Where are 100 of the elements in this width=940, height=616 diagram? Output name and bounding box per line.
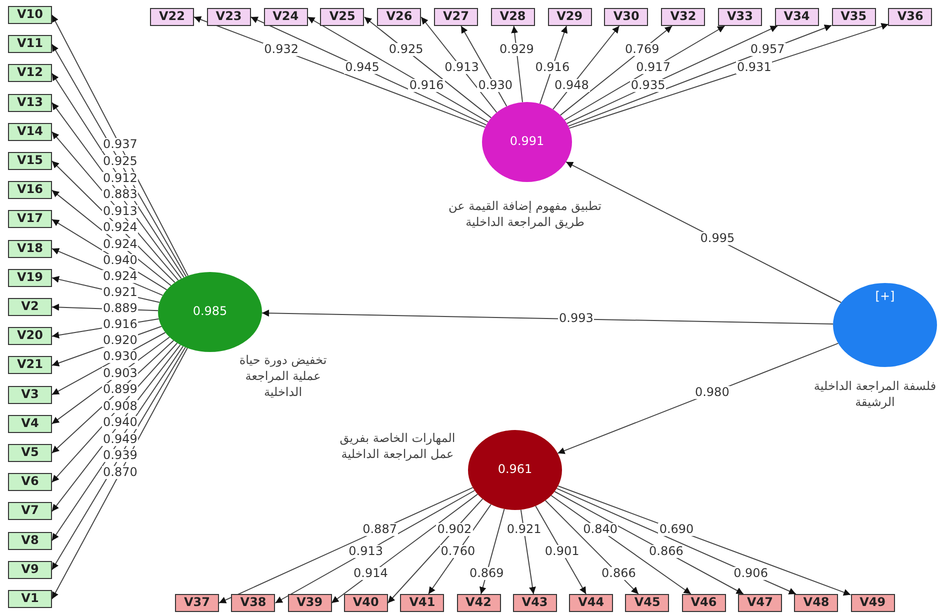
construct-ellipse: 0.991 [482, 102, 572, 182]
edge-label: 0.935 [630, 79, 666, 92]
indicator-box: V47 [738, 594, 782, 612]
edge-label: 0.840 [582, 523, 618, 536]
construct-label: تطبيق مفهوم إضافة القيمة عن طريق المراجعة الداخلية [447, 198, 603, 230]
arrow [364, 16, 492, 118]
indicator-box: V13 [8, 94, 52, 112]
indicator-box: V10 [8, 6, 52, 24]
edge-label: 0.690 [658, 523, 695, 536]
edge-label: 0.939 [102, 449, 138, 462]
indicator-box: V5 [8, 444, 52, 462]
edge-label: 0.921 [506, 523, 542, 536]
indicator-box: V12 [8, 64, 52, 82]
edge-label: 0.903 [102, 366, 138, 380]
indicator-box: V7 [8, 502, 52, 520]
arrow [550, 495, 692, 594]
indicator-box: V33 [718, 8, 762, 26]
indicator-box: V9 [8, 560, 52, 579]
edge-label: 0.916 [534, 61, 571, 74]
edge-label: 0.908 [102, 400, 138, 413]
arrow [274, 490, 476, 604]
edge-label: 0.924 [102, 238, 138, 251]
indicator-box: V29 [548, 8, 592, 26]
edge-label: 0.914 [352, 567, 389, 580]
edge-label: 0.929 [498, 43, 535, 56]
indicator-box: V42 [456, 594, 500, 612]
indicator-box: V38 [231, 594, 276, 612]
indicator-box: V32 [661, 8, 706, 26]
edge-label: 0.912 [102, 172, 138, 185]
edge-label: 0.980 [694, 386, 730, 399]
indicator-box: V8 [8, 532, 52, 550]
indicator-box: V22 [150, 8, 194, 26]
edge-label: 0.993 [558, 312, 594, 326]
construct-label: فلسفة المراجعة الداخلية الرشيقة [812, 378, 938, 410]
edge-label: 0.925 [388, 43, 424, 56]
arrow [520, 509, 536, 594]
indicator-box: V11 [8, 35, 52, 54]
edge-label: 0.869 [468, 567, 505, 580]
indicator-box: V24 [264, 8, 308, 26]
edge-label: 0.870 [102, 466, 138, 479]
edge-label: 0.769 [624, 43, 660, 56]
edge-label: 0.866 [600, 567, 637, 580]
indicator-box: V6 [8, 473, 52, 492]
edge-label: 0.940 [102, 416, 138, 430]
indicator-box: V16 [8, 181, 52, 200]
indicator-box: V35 [832, 8, 876, 26]
edge-label: 0.883 [102, 188, 138, 202]
arrow [387, 498, 484, 604]
construct-ellipse: [+] [833, 283, 937, 367]
edge-label: 0.916 [102, 318, 138, 332]
edge-label: 0.916 [408, 79, 445, 92]
edge-label: 0.940 [102, 254, 138, 268]
indicator-box: V40 [344, 594, 388, 612]
edge-label: 0.945 [344, 61, 380, 74]
edge-label: 0.913 [102, 204, 138, 218]
edge-label: 0.930 [102, 350, 138, 364]
construct-ellipse: 0.985 [158, 272, 262, 352]
edge-label: 0.995 [699, 232, 736, 246]
edge-label: 0.889 [102, 302, 138, 316]
indicator-box: V48 [794, 594, 838, 612]
arrow [331, 494, 478, 604]
indicator-box: V43 [512, 594, 557, 612]
edge-label: 0.913 [348, 545, 384, 558]
edge-label: 0.948 [554, 79, 590, 92]
arrow [262, 310, 834, 324]
edge-label: 0.899 [102, 383, 138, 396]
edge-label: 0.760 [440, 545, 476, 558]
indicator-box: V45 [625, 594, 670, 612]
edge-label: 0.932 [263, 43, 300, 56]
edge-label: 0.921 [102, 286, 138, 300]
edge-label: 0.949 [102, 432, 138, 446]
indicator-box: V17 [8, 210, 52, 228]
construct-label: تخفيض دورة حياة عملية المراجعة الداخلية [238, 352, 328, 400]
indicator-box: V41 [400, 594, 444, 612]
indicator-box: V23 [206, 8, 251, 26]
indicator-box: V28 [490, 8, 535, 26]
edge-label: 0.920 [102, 334, 138, 348]
indicator-box: V3 [8, 386, 52, 404]
indicator-box: V30 [604, 8, 648, 26]
edge-label: 0.901 [544, 545, 580, 558]
edge-label: 0.924 [102, 221, 138, 234]
edge-label: 0.924 [102, 270, 138, 284]
arrow [307, 16, 489, 122]
indicator-box: V49 [850, 594, 895, 612]
edge-label: 0.917 [635, 61, 672, 74]
indicator-box: V15 [8, 152, 52, 170]
edge-label: 0.913 [444, 61, 480, 74]
arrow [566, 161, 842, 303]
indicator-box: V25 [320, 8, 364, 26]
edge-label: 0.887 [362, 523, 398, 536]
indicator-box: V37 [175, 594, 219, 612]
indicator-box: V26 [377, 8, 422, 26]
indicator-box: V39 [288, 594, 332, 612]
indicator-box: V27 [434, 8, 478, 26]
edge-label: 0.930 [477, 79, 514, 92]
indicator-box: V14 [8, 122, 52, 141]
indicator-box: V34 [774, 8, 819, 26]
indicator-box: V1 [8, 590, 52, 608]
indicator-box: V2 [8, 298, 52, 316]
arrow [557, 342, 839, 454]
